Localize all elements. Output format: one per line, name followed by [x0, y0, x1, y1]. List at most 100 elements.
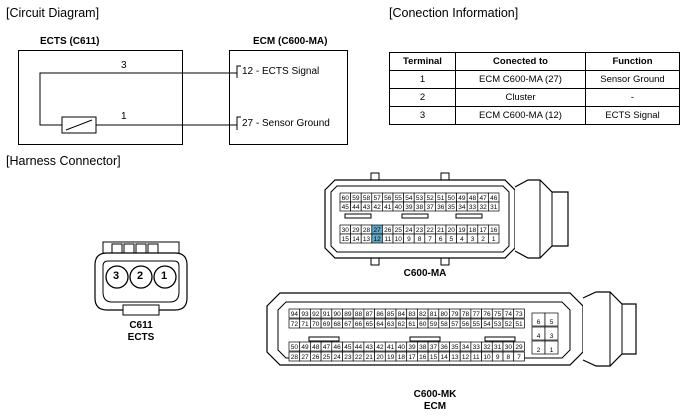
pin-number: 86: [376, 311, 384, 318]
pin-number: 77: [473, 311, 481, 318]
pin-number: 12: [373, 236, 381, 243]
pin-number: 27: [373, 227, 381, 234]
pin-number: 25: [395, 227, 403, 234]
pin-number: 58: [363, 195, 371, 202]
pin-number: 90: [334, 311, 342, 318]
pin-number: 44: [355, 344, 363, 351]
pin-number: 39: [408, 344, 416, 351]
pin-number: 24: [334, 354, 342, 361]
pin-number: 14: [441, 354, 449, 361]
c611-caption-1: C611: [129, 320, 153, 331]
pin-number: 10: [483, 354, 491, 361]
pin-number: 79: [451, 311, 459, 318]
pin-number: 23: [416, 227, 424, 234]
c611-connector: [94, 241, 188, 316]
pin-number: 20: [448, 227, 456, 234]
pin-number: 4: [537, 333, 541, 340]
pin-number: 65: [366, 321, 374, 328]
pin-number: 55: [395, 195, 403, 202]
pin-number: 68: [334, 321, 342, 328]
pin-number: 29: [352, 227, 360, 234]
pin-number: 37: [426, 204, 434, 211]
pin-number: 14: [352, 236, 360, 243]
connection-info-title: [Conection Information]: [389, 6, 519, 20]
pin-number: 38: [416, 204, 424, 211]
c600-mk-caption-2: ECM: [423, 401, 447, 412]
ecm-ground-label: 27 - Sensor Ground: [242, 118, 330, 129]
pin-number: 60: [419, 321, 427, 328]
pin-number: 60: [342, 195, 350, 202]
pin-number: 34: [458, 204, 466, 211]
pin-cell: [513, 308, 525, 319]
pin-cell: [513, 341, 525, 352]
pin-number: 57: [373, 195, 381, 202]
pin-number: 13: [451, 354, 459, 361]
pin-number: 57: [451, 321, 459, 328]
pin-number: 27: [301, 354, 309, 361]
connection-table: Terminal Conected to Function 1 ECM C600…: [389, 52, 680, 125]
pin-number: 53: [494, 321, 502, 328]
pin-number: 16: [490, 227, 498, 234]
pin-number: 5: [449, 236, 453, 243]
pin-number: 32: [479, 204, 487, 211]
pin-number: 62: [398, 321, 406, 328]
pin-number: 59: [430, 321, 438, 328]
pin-number: 82: [419, 311, 427, 318]
pin-number: 74: [505, 311, 513, 318]
pin-number: 49: [301, 344, 309, 351]
c611-pin-2: 2: [137, 270, 144, 282]
pin-number: 4: [460, 236, 464, 243]
ects-title: ECTS (C611): [40, 36, 100, 47]
pin-number: 9: [407, 236, 411, 243]
pin-number: 53: [416, 195, 424, 202]
ects-box: [18, 50, 183, 145]
pin-cell: [513, 351, 525, 362]
pin-number: 87: [366, 311, 374, 318]
ecm-box: [229, 50, 348, 145]
c611-caption-2: ECTS: [127, 332, 155, 343]
pin-number: 5: [550, 319, 554, 326]
pin-number: 56: [462, 321, 470, 328]
pin-number: 52: [426, 195, 434, 202]
pin-number: 89: [344, 311, 352, 318]
pin-number: 33: [473, 344, 481, 351]
pin-number: 12: [462, 354, 470, 361]
pin-number: 75: [494, 311, 502, 318]
pin-number: 8: [418, 236, 422, 243]
pin-number: 8: [507, 354, 511, 361]
pin-number: 31: [494, 344, 502, 351]
pin-number: 76: [483, 311, 491, 318]
pin-number: 18: [469, 227, 477, 234]
c611-pin-1: 1: [161, 270, 168, 282]
pin-number: 29: [515, 344, 523, 351]
pin-number: 19: [458, 227, 466, 234]
ecm-title: ECM (C600-MA): [253, 36, 328, 47]
pin-number: 52: [505, 321, 513, 328]
pin-number: 6: [439, 236, 443, 243]
pin-number: 49: [458, 195, 466, 202]
pin-number: 26: [384, 227, 392, 234]
pin-number: 2: [481, 236, 485, 243]
pin-number: 6: [537, 319, 541, 326]
pin-number: 35: [451, 344, 459, 351]
pin-number: 23: [344, 354, 352, 361]
pin-number: 40: [398, 344, 406, 351]
pin-number: 36: [437, 204, 445, 211]
pin-number: 72: [291, 321, 299, 328]
pin-number: 16: [419, 354, 427, 361]
pin-cell: [544, 326, 559, 341]
pin-number: 70: [312, 321, 320, 328]
pin-number: 54: [405, 195, 413, 202]
pin-number: 58: [441, 321, 449, 328]
pin-number: 51: [437, 195, 445, 202]
pin-number: 92: [312, 311, 320, 318]
pin-number: 63: [387, 321, 395, 328]
pin-number: 55: [473, 321, 481, 328]
pin-number: 93: [301, 311, 309, 318]
pin-number: 39: [405, 204, 413, 211]
table-row: 1 ECM C600-MA (27) Sensor Ground: [389, 70, 680, 89]
pin-number: 54: [483, 321, 491, 328]
